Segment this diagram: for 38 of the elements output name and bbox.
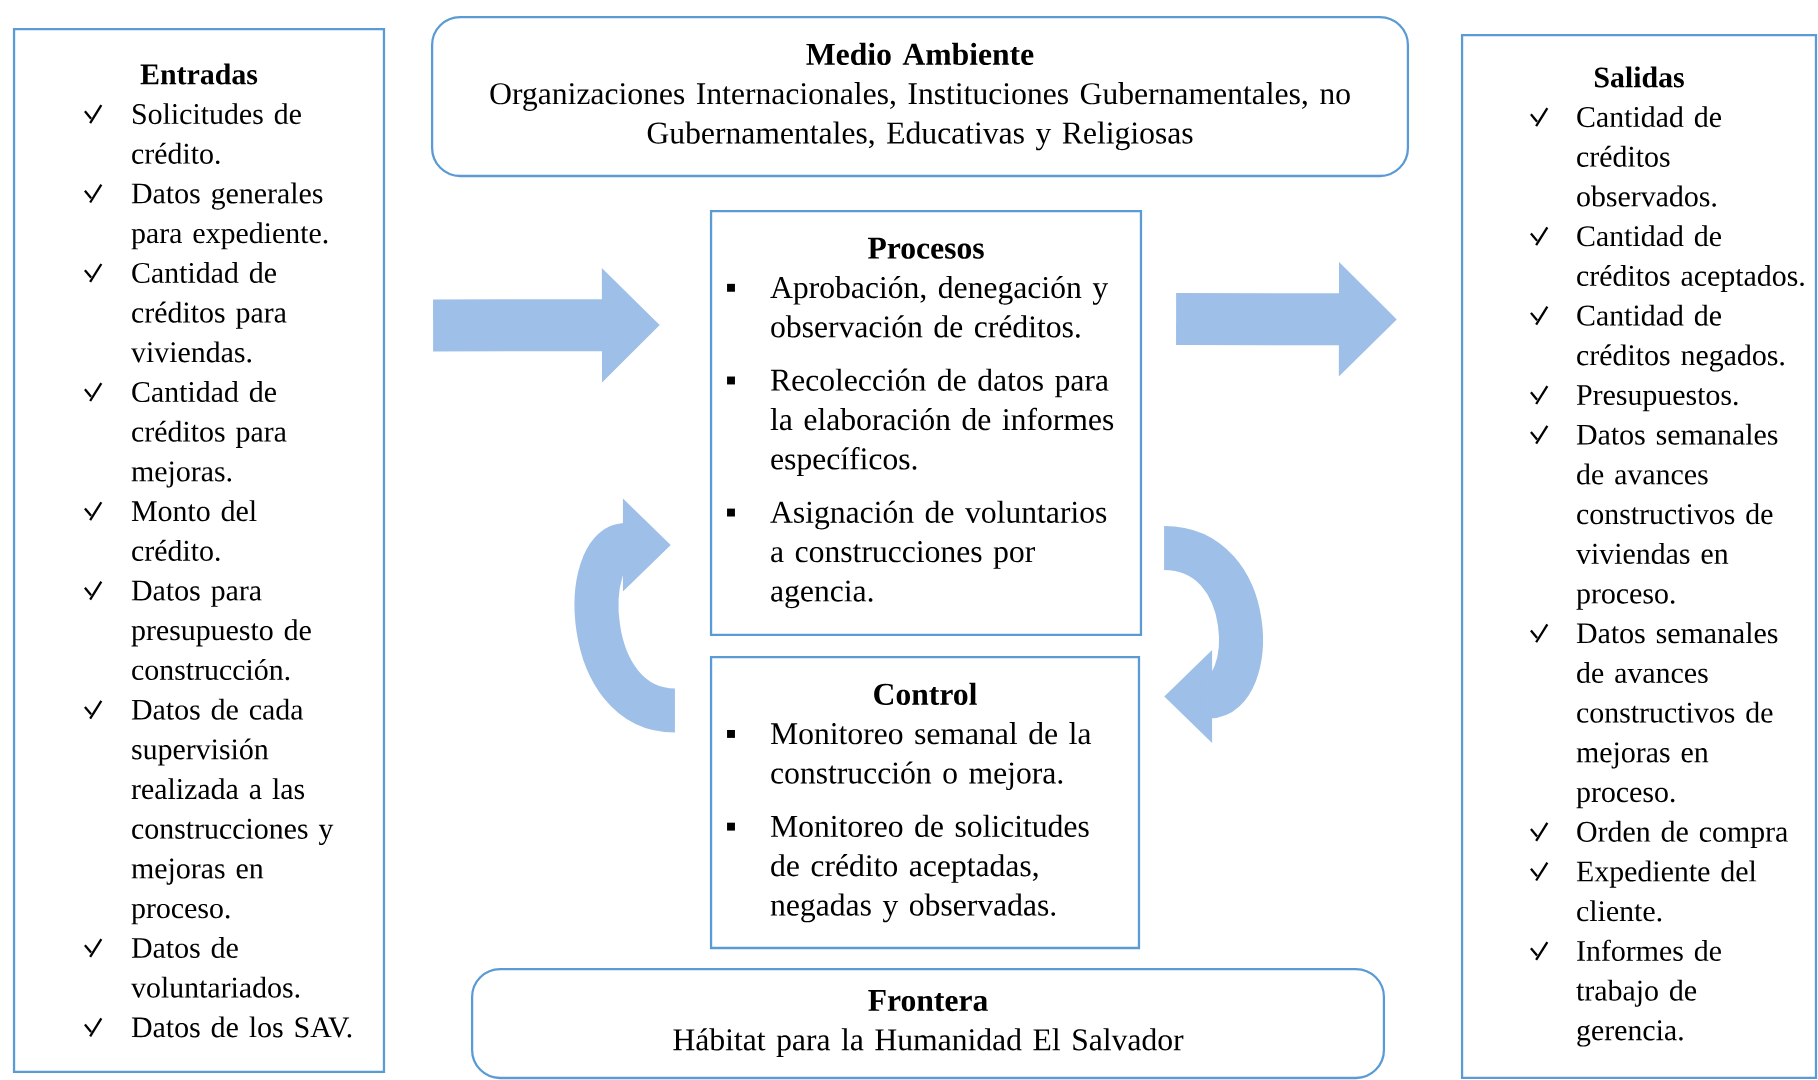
- checklist-item: Datos para presupuesto de construcción.: [131, 580, 311, 681]
- input-box: [12, 27, 386, 1074]
- checklist-item: Cantidad de créditos para viviendas.: [131, 261, 287, 363]
- checklist-item: Expediente del cliente.: [1576, 860, 1757, 922]
- checklist-item: Datos generales para expediente.: [131, 182, 328, 250]
- bullet-item: Asignación de voluntarios a construcciones por agencia.: [727, 500, 1107, 609]
- checklist-item: Cantidad de créditos observados.: [1577, 106, 1721, 207]
- description-text: Hábitat para la Humanidad El Salvador: [673, 1028, 1184, 1057]
- checklist-item: Solicitudes de crédito.: [132, 103, 301, 164]
- control-box: [709, 655, 1141, 950]
- box-heading: Medio Ambiente: [806, 42, 1034, 65]
- checklist-item: Cantidad de créditos aceptados.: [1577, 225, 1804, 293]
- checklist-item: Monto del crédito.: [131, 500, 257, 562]
- bullet-item: Recolección de datos para la elaboración de informes específicos.: [727, 368, 1114, 477]
- output-box: [1460, 33, 1818, 1080]
- bullet-item: Monitoreo semanal de la construcción o mejora.: [727, 722, 1092, 791]
- checklist-item: Datos de voluntariados.: [131, 937, 300, 998]
- box-heading: Entradas: [140, 63, 258, 85]
- checklist-item: Orden de compra: [1577, 820, 1788, 848]
- description-text: Organizaciones Internacionales, Instituciones Gubernamentales, no Gubernamentales, Educativas y Religiosas: [490, 82, 1350, 151]
- box-heading: Control: [874, 682, 977, 705]
- checklist-item: Datos semanales de avances constructivos de mejoras en proceso.: [1576, 622, 1778, 809]
- checklist-item: Cantidad de créditos para mejoras.: [131, 381, 287, 488]
- environment-box: [430, 15, 1410, 178]
- checklist-item: Presupuestos.: [1576, 385, 1738, 412]
- block-arrow: [1161, 526, 1263, 743]
- checklist-item: Informes de trabajo de gerencia.: [1576, 939, 1721, 1047]
- checklist-item: Datos semanales de avances constructivos de viviendas en proceso.: [1576, 423, 1778, 610]
- bullet-item: Monitoreo de solicitudes de crédito aceptadas, negadas y observadas.: [727, 814, 1089, 923]
- boundary-box: [470, 967, 1386, 1080]
- box-heading: Procesos: [868, 237, 984, 259]
- checklist-item: Datos de cada supervisión realizada a las construcciones y mejoras en proceso.: [131, 698, 334, 925]
- box-heading: Frontera: [868, 990, 988, 1012]
- checklist-item: Datos de los SAV.: [131, 1016, 352, 1038]
- box-heading: Salidas: [1594, 66, 1684, 88]
- checklist-item: Cantidad de créditos negados.: [1577, 304, 1784, 372]
- process-box: [709, 209, 1143, 637]
- bullet-item: Aprobación, denegación y observación de créditos.: [727, 275, 1109, 338]
